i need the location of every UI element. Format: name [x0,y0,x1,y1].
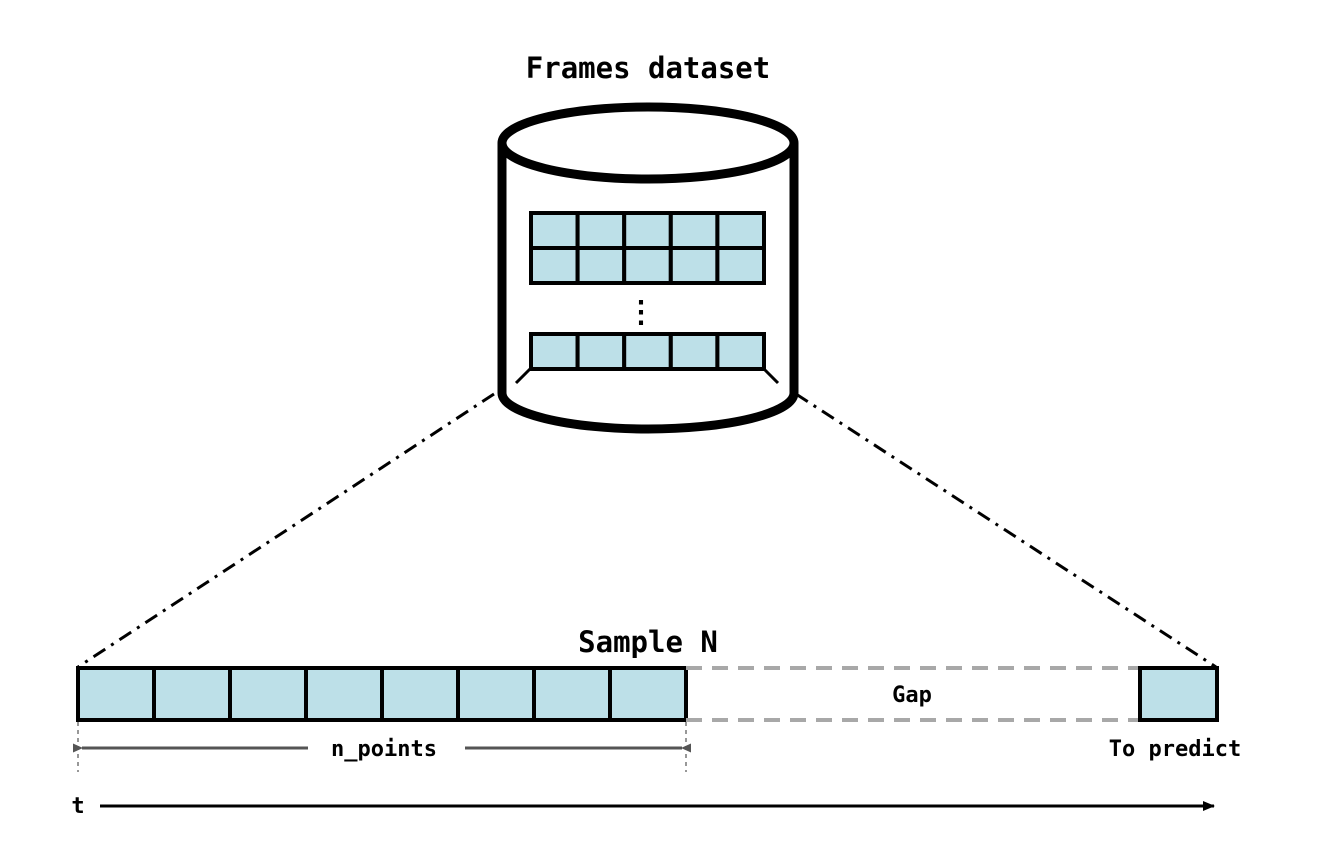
projection-line-left [77,392,495,669]
sample-title: Sample N [578,625,718,659]
rows-ellipsis: ⋮ [626,295,656,330]
dataset-frame-row-2 [529,246,767,285]
sample-point-cell-6 [456,666,536,722]
sample-point-cell-1 [76,666,156,722]
dataset-frame-row-last [529,332,767,371]
dataset-frame-row-1 [529,211,767,250]
sample-point-cell-8 [608,666,688,722]
dataset-row-last-cell-1 [529,332,580,371]
time-axis-label: t [71,794,84,819]
dataset-row-2-cell-1 [529,246,580,285]
sample-point-cell-4 [304,666,384,722]
dataset-row-1-cell-5 [715,211,767,250]
sample-point-cell-2 [152,666,232,722]
n-points-label: n_points [331,737,437,762]
dataset-row-last-cell-3 [622,332,673,371]
dataset-row-2-cell-5 [715,246,767,285]
sample-point-cell-7 [532,666,612,722]
to-predict-label: To predict [1109,737,1241,762]
dataset-row-last-cell-2 [575,332,627,371]
sample-point-cell-5 [380,666,460,722]
dataset-row-1-cell-1 [529,211,580,250]
target-frame [1138,666,1219,722]
n-points-bracket [73,722,691,772]
sample-point-cell-3 [228,666,308,722]
dataset-row-last-cell-4 [668,332,720,371]
dataset-row-2-cell-2 [575,246,627,285]
dataset-row-2-cell-4 [668,246,720,285]
projection-line-right [795,392,1217,669]
dataset-row-last-cell-5 [715,332,767,371]
gap-region [686,666,1140,722]
gap-label: Gap [892,683,932,708]
dataset-row-1-cell-4 [668,211,720,250]
dataset-row-1-cell-3 [622,211,673,250]
dataset-row-1-cell-2 [575,211,627,250]
dataset-row-2-cell-3 [622,246,673,285]
sample-frame-row [76,666,688,722]
dataset-title: Frames dataset [526,51,770,85]
